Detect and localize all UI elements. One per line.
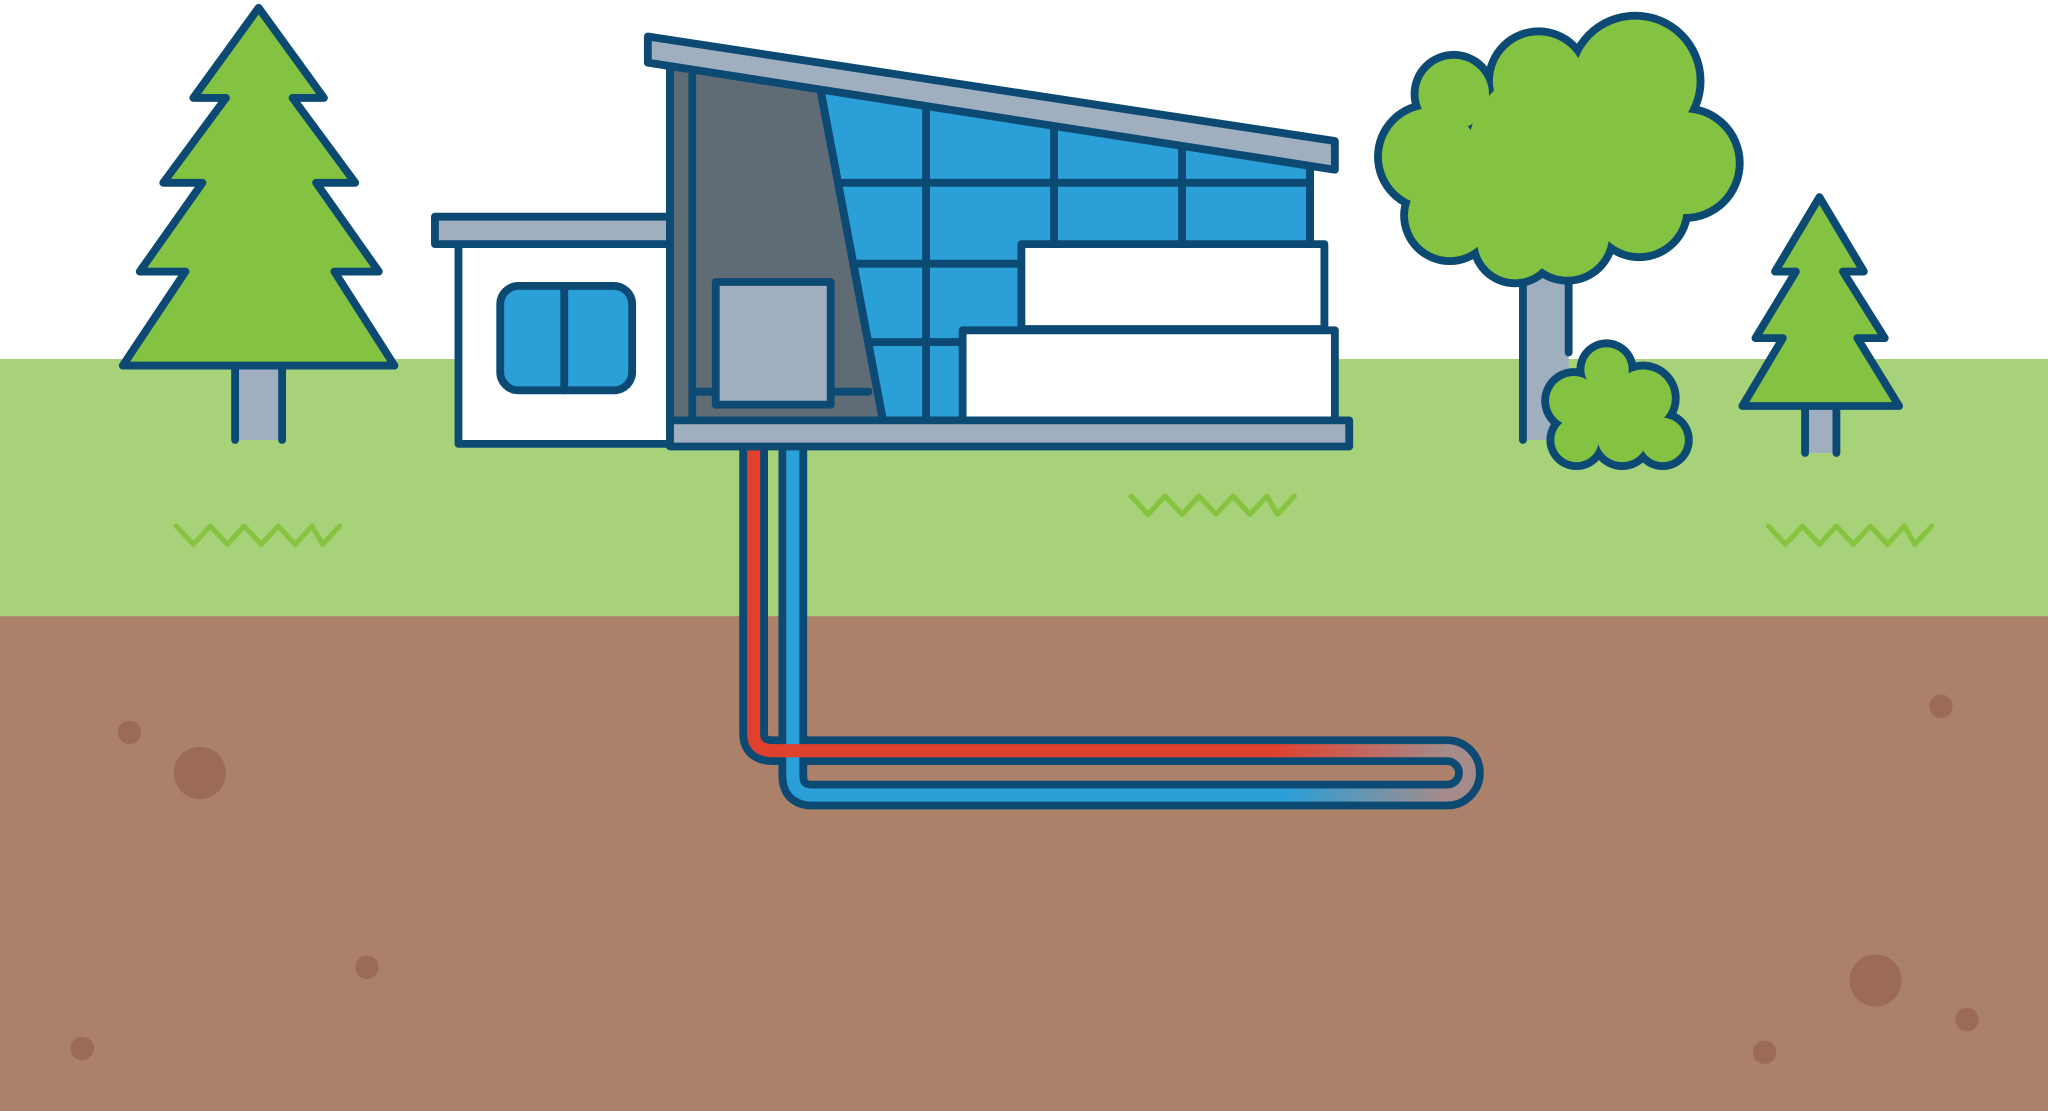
bush-icon [1541, 339, 1693, 470]
tree-trunk [235, 365, 283, 440]
lower-white-volume [958, 326, 1339, 425]
pine-tree-icon [118, 3, 399, 370]
pebble-icon [1752, 1040, 1777, 1065]
cold-pipe [786, 439, 1454, 802]
soil-layer [0, 616, 2048, 1111]
hot-pipe [747, 439, 1454, 758]
pebble-icon [1849, 954, 1902, 1007]
grass-tuft-icon [173, 523, 343, 548]
pebbles [70, 694, 1979, 1065]
floor-slab [666, 416, 1354, 451]
grass-tuft-icon [1128, 493, 1297, 517]
geothermal-loop-icon [739, 432, 1484, 810]
pebble-icon [117, 720, 142, 745]
pine-tree-left [118, 3, 399, 444]
grass-tuft-icon [1765, 523, 1935, 548]
pebble-icon [1929, 694, 1953, 719]
left-roof-slab [431, 212, 694, 249]
grass-tufts [173, 493, 1935, 548]
round-tree [1374, 11, 1744, 444]
house-icon [431, 32, 1354, 451]
pebble-icon [70, 1036, 95, 1061]
main-roof [643, 32, 1339, 174]
utility-box [711, 278, 835, 409]
pebble-icon [1955, 1007, 1979, 1032]
pine-tree-icon [1738, 193, 1904, 410]
pebble-icon [355, 955, 379, 980]
pebble-icon [173, 746, 226, 799]
pine-tree-right [1738, 193, 1904, 457]
tree-trunk [1805, 406, 1837, 454]
upper-white-volume [1017, 240, 1329, 333]
